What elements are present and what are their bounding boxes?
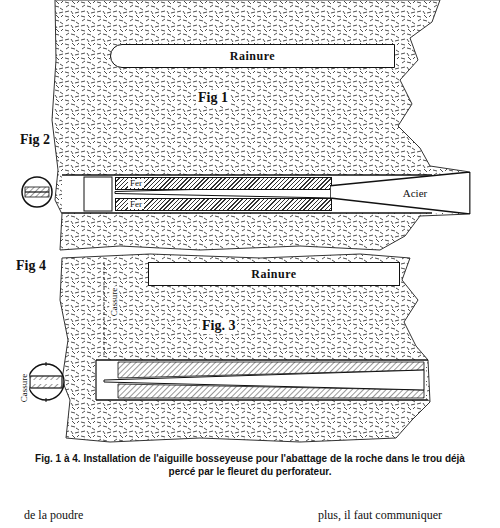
slot-bar: Rainure	[110, 44, 395, 68]
figure-number: Fig. 3	[200, 318, 237, 334]
body-text: plus, il faut communiquer	[318, 508, 442, 523]
steel-wedge: Acier	[330, 172, 470, 214]
figure-number: Fig 4	[14, 258, 48, 274]
break-label: Cassure	[109, 287, 119, 318]
wedge-outline	[330, 172, 470, 214]
iron-feather: Fer	[115, 198, 332, 211]
part-name: Acier	[403, 187, 427, 199]
break-label: Cassure	[19, 373, 29, 404]
figure-number: Fig 1	[196, 90, 230, 106]
figure-number: Fig 2	[18, 132, 52, 148]
part-name: Rainure	[251, 267, 296, 282]
part-name: Rainure	[230, 49, 275, 64]
part-name: Fer	[128, 200, 144, 209]
figure-caption: Fig. 1 à 4. Installation de l'aiguille b…	[22, 452, 478, 478]
iron-feather: Fer	[115, 177, 332, 190]
part-name: Fer	[128, 179, 144, 188]
slot-bar: Rainure	[148, 262, 400, 286]
body-text: de la poudre	[24, 508, 83, 523]
